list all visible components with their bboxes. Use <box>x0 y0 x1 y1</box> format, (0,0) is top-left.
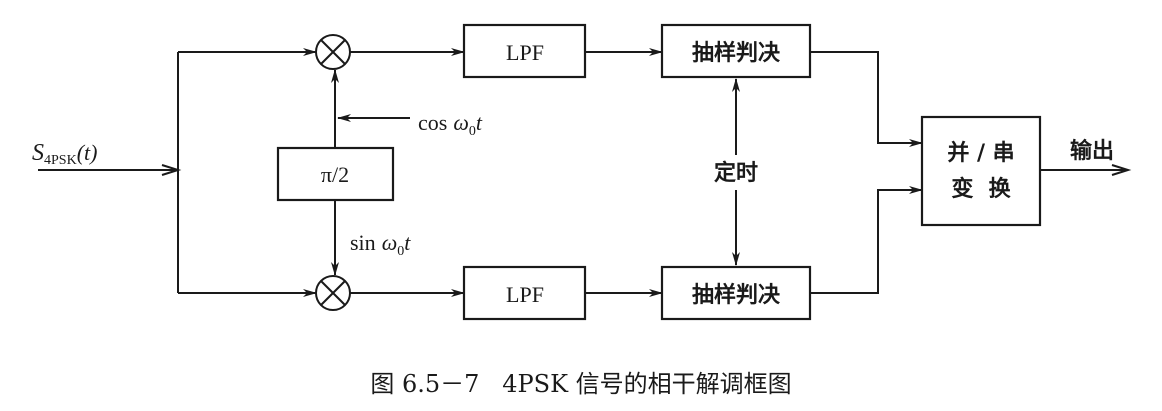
lower-lpf-label: LPF <box>506 282 544 307</box>
figure-caption: 图 6.5－7 4PSK 信号的相干解调框图 <box>370 370 791 398</box>
lower-lpf-box <box>462 265 587 321</box>
upper-sampler-box <box>660 23 812 79</box>
timing-label: 定时 <box>714 160 758 186</box>
upper-sampler-to-converter <box>810 51 923 147</box>
converter-label-line1: 并 / 串 <box>947 140 1014 166</box>
upper-lpf-box <box>462 23 587 79</box>
upper-mixer-icon <box>315 34 351 70</box>
upper-sampler-label: 抽样判决 <box>692 40 781 66</box>
lower-sampler-label: 抽样判决 <box>692 282 781 308</box>
output-arrowhead <box>1111 164 1132 176</box>
upper-lpf-label: LPF <box>506 40 544 65</box>
input-signal-label: S4PSK(t) <box>32 140 97 168</box>
output-label: 输出 <box>1070 138 1114 164</box>
phase-shift-box <box>276 146 395 202</box>
lower-mixer-icon <box>315 275 351 311</box>
lower-sampler-to-converter <box>810 186 923 294</box>
phase-shift-label: π/2 <box>321 162 349 187</box>
converter-box <box>920 115 1042 227</box>
converter-label-line2: 变 换 <box>951 176 1011 202</box>
